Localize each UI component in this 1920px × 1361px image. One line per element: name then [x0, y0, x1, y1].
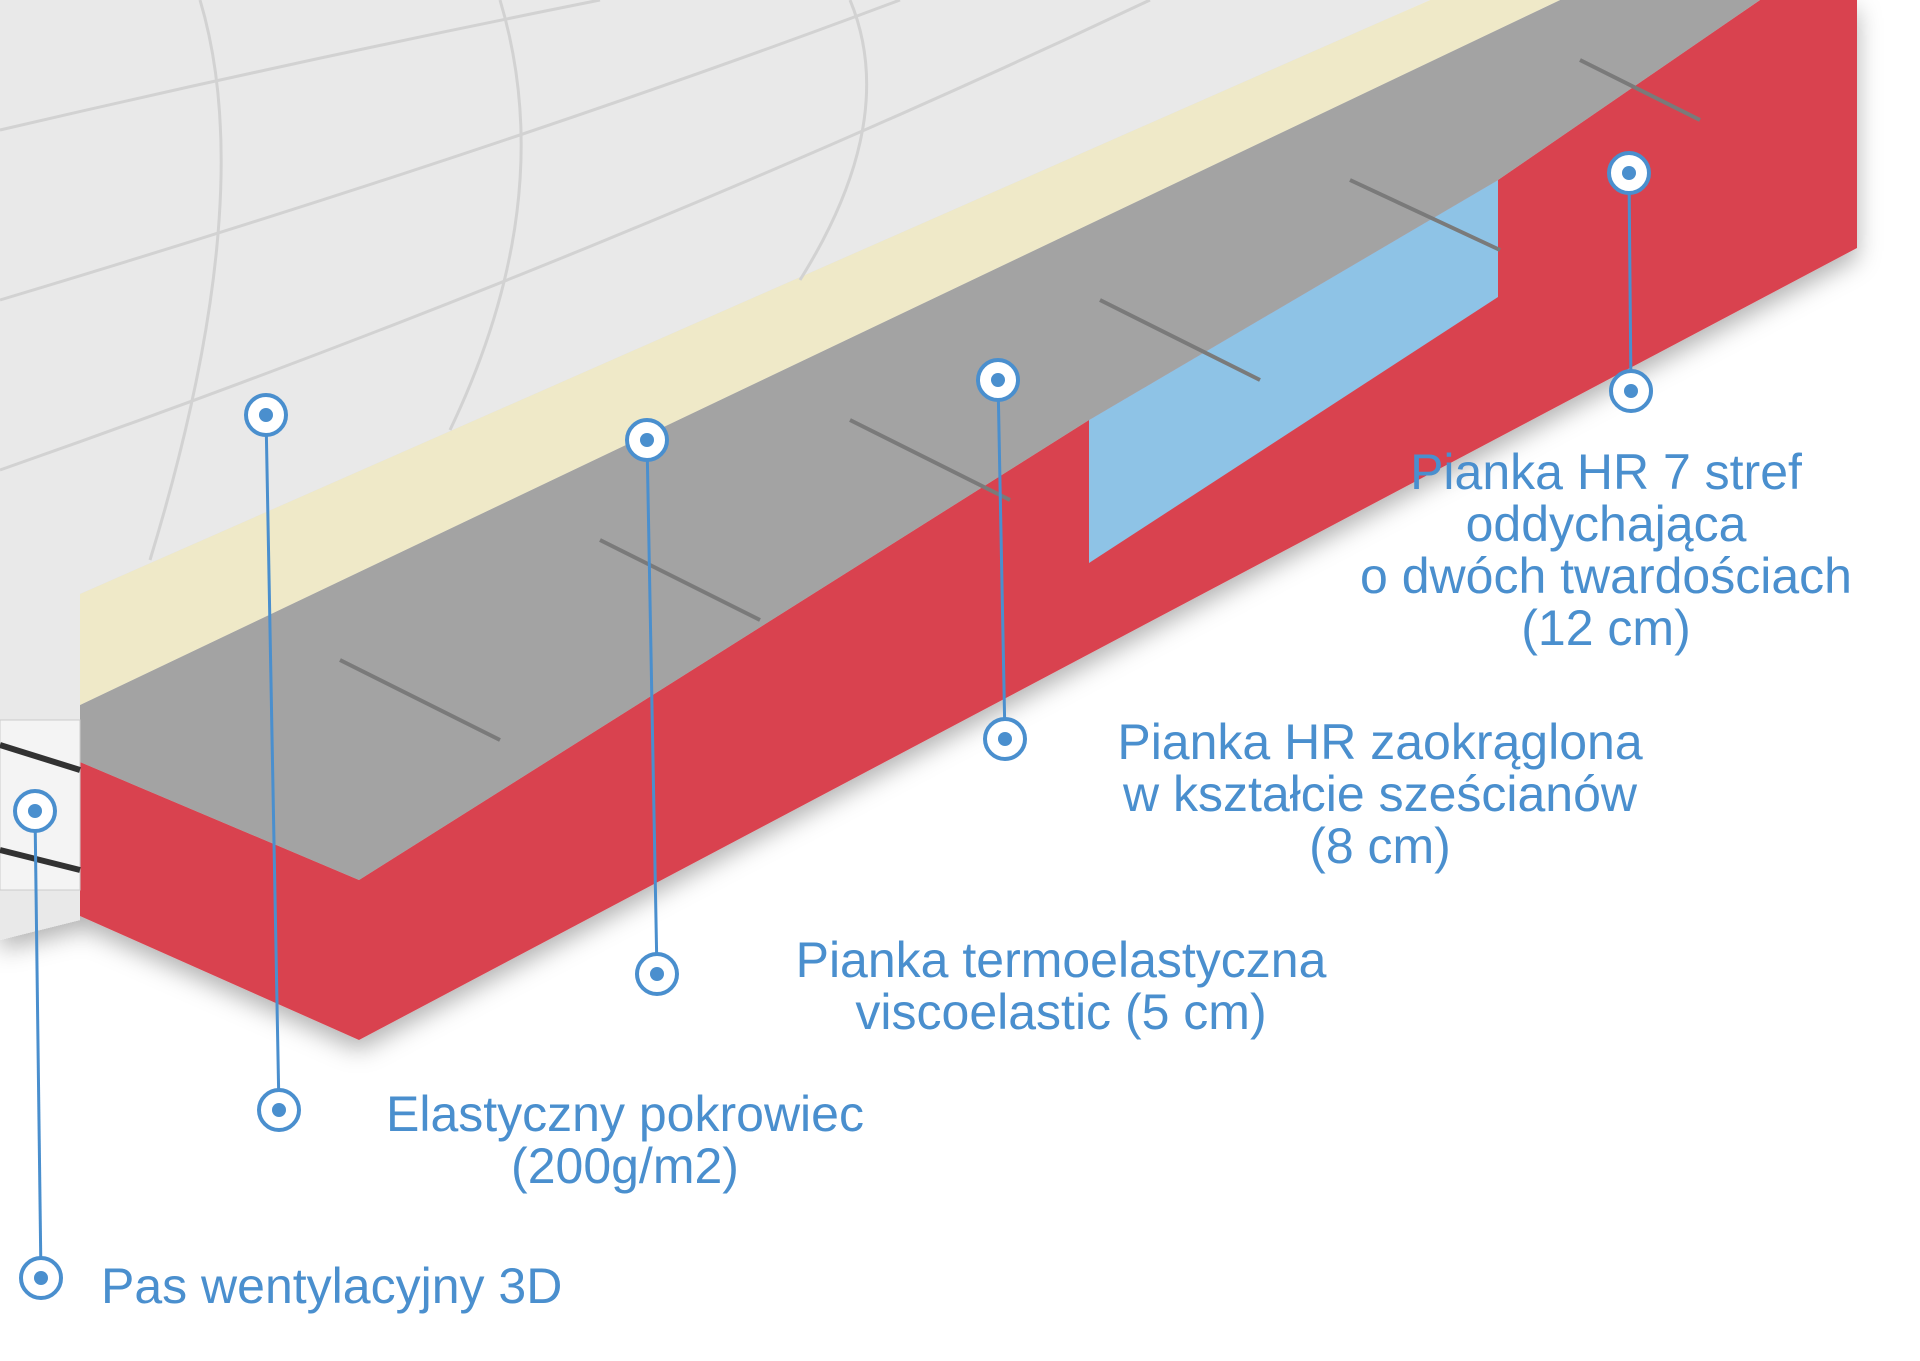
callout-dot-icon [1609, 369, 1653, 413]
label-line: (200g/m2) [511, 1138, 739, 1194]
label-line: Pianka termoelastyczna [795, 932, 1327, 988]
label-line: Pianka HR zaokrąglona [1117, 714, 1643, 770]
label-ventilation: Pas wentylacyjny 3D [101, 1260, 562, 1312]
label-line: Pas wentylacyjny 3D [101, 1258, 563, 1314]
label-line: (12 cm) [1521, 600, 1691, 656]
label-hr-cubes: Pianka HR zaokrąglona w kształcie sześci… [1117, 716, 1642, 872]
callout-dot-icon [1607, 151, 1651, 195]
callout-dot-icon [13, 789, 57, 833]
callout-dot-icon [257, 1088, 301, 1132]
label-line: (8 cm) [1309, 818, 1451, 874]
hr-zone-blue [1089, 180, 1498, 563]
label-hr-7-zones: Pianka HR 7 stref oddychająca o dwóch tw… [1360, 446, 1852, 654]
callout-lines [33, 172, 1633, 1279]
callout-dot-icon [244, 393, 288, 437]
cube-grooves [339, 58, 1701, 742]
callout-dot-icon [976, 358, 1020, 402]
callout-dot-icon [983, 717, 1027, 761]
quilting [0, 0, 1151, 561]
callout-dots [13, 151, 1653, 1300]
label-line: oddychająca [1465, 496, 1747, 552]
label-cover: Elastyczny pokrowiec (200g/m2) [386, 1088, 864, 1192]
callout-dot-icon [635, 952, 679, 996]
label-line: w kształcie sześcianów [1122, 766, 1638, 822]
callout-dot-icon [19, 1256, 63, 1300]
hr-cubes-layer [80, 0, 1760, 880]
label-line: Pianka HR 7 stref [1410, 444, 1802, 500]
cover-top [0, 0, 1430, 940]
label-line: Elastyczny pokrowiec [386, 1086, 864, 1142]
callout-dot-icon [625, 418, 669, 462]
label-line: o dwóch twardościach [1360, 548, 1852, 604]
label-line: viscoelastic (5 cm) [855, 984, 1267, 1040]
label-visco: Pianka termoelastyczna viscoelastic (5 c… [796, 934, 1327, 1038]
visco-layer [80, 0, 1560, 705]
